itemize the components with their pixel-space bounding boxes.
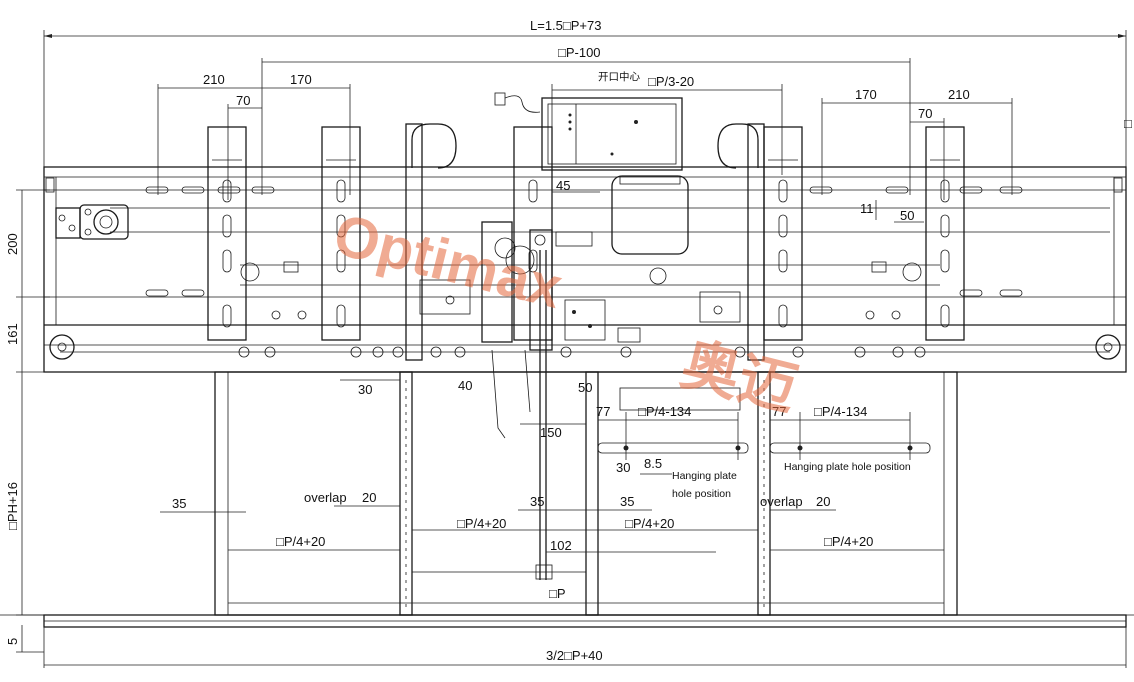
- left-end-pulley: [49, 334, 75, 360]
- hanger-plates: [207, 123, 965, 361]
- dim-left-170: 170: [290, 72, 312, 87]
- dim-height-200: 200: [5, 233, 20, 255]
- lower-dimensions: 30 40 50 150 77 □P/4-134 77 □P/4-134 30 …: [43, 378, 1127, 668]
- hanger-plate-2: [321, 126, 361, 341]
- dim-right-210: 210: [948, 87, 970, 102]
- dim-right-170: 170: [855, 87, 877, 102]
- mounting-slots: [145, 186, 1023, 297]
- edge-symbol: □: [1124, 116, 1132, 131]
- connector-icon: [494, 92, 506, 106]
- dim-30b: 30: [616, 460, 630, 475]
- dim-pi4-134-right: □P/4-134: [814, 404, 867, 419]
- top-span-dimension: □P-100: [261, 45, 911, 195]
- dim-45: 45: [556, 178, 570, 193]
- dim-77-left: 77: [596, 404, 610, 419]
- dim-102: 102: [550, 538, 572, 553]
- dim-8-5: 8.5: [644, 456, 662, 471]
- dim-height-oph: □PH+16: [5, 482, 20, 530]
- dim-overlap-20-right: 20: [816, 494, 830, 509]
- hanging-plate-right: [769, 442, 931, 454]
- hanger-plate-4: [763, 126, 803, 341]
- dim-pi4-20-b: □P/4+20: [625, 516, 674, 531]
- dim-150: 150: [540, 425, 562, 440]
- motor-unit: [611, 175, 689, 255]
- dim-overlap-20-left: 20: [362, 490, 376, 505]
- dim-height-161: 161: [5, 323, 20, 345]
- left-motor: [55, 204, 129, 240]
- hanger-plate-1: [207, 126, 247, 341]
- dim-height-5: 5: [5, 638, 20, 645]
- optimax-watermark: Optimax 奥迈: [328, 202, 804, 423]
- top-span-label: □P-100: [558, 45, 601, 60]
- dim-right-70: 70: [918, 106, 932, 121]
- right-end-pulley: [1095, 334, 1121, 360]
- dim-40: 40: [458, 378, 472, 393]
- dim-pi4-134-left: □P/4-134: [638, 404, 691, 419]
- dim-op: □P: [549, 586, 566, 601]
- overall-length-dimension: L=1.5□P+73: [43, 18, 1127, 175]
- sill: [0, 614, 1134, 628]
- dim-30: 30: [358, 382, 372, 397]
- hanger-plate-5: [925, 126, 965, 341]
- center-offset-label: □P/3-20: [648, 74, 694, 89]
- note-hanging-plate-left-1: Hanging plate: [672, 470, 737, 482]
- dim-pi4-20-a: □P/4+20: [457, 516, 506, 531]
- right-top-dimensions: 170 210 70 11 50: [821, 87, 1013, 223]
- door-coupler: [240, 221, 922, 580]
- dim-left-70: 70: [236, 93, 250, 108]
- hanging-plate-notes: Hanging plate hole position Hanging plat…: [672, 461, 911, 500]
- left-height-dimensions: 200 161 □PH+16 5: [5, 189, 200, 653]
- header-beam: [43, 166, 1127, 373]
- dim-35-mid-a: 35: [530, 494, 544, 509]
- overlap-label-right: overlap: [760, 494, 803, 509]
- dim-right-50: 50: [900, 208, 914, 223]
- dim-pi4-20-c: □P/4+20: [276, 534, 325, 549]
- controller-box: 45: [494, 92, 689, 255]
- dim-77-right: 77: [772, 404, 786, 419]
- hanging-plate-left: [597, 442, 749, 454]
- cable-loop-left: [411, 123, 457, 169]
- roller-row: [238, 295, 926, 358]
- dim-bottom-total: 3/2□P+40: [546, 648, 603, 663]
- note-hanging-plate-left-2: hole position: [672, 488, 731, 500]
- dim-50: 50: [578, 380, 592, 395]
- dim-35-mid-b: 35: [620, 494, 634, 509]
- cable-loop-right: [717, 123, 759, 169]
- overlap-label-left: overlap: [304, 490, 347, 505]
- dim-right-11: 11: [860, 201, 874, 216]
- dim-left-210: 210: [203, 72, 225, 87]
- dim-pi4-20-d: □P/4+20: [824, 534, 873, 549]
- left-top-dimensions: 210 170 70: [157, 72, 351, 200]
- dim-35-left: 35: [172, 496, 186, 511]
- opening-center-label: 开口中心: [598, 70, 640, 83]
- overall-length-label: L=1.5□P+73: [530, 18, 601, 33]
- note-hanging-plate-right: Hanging plate hole position: [784, 461, 911, 473]
